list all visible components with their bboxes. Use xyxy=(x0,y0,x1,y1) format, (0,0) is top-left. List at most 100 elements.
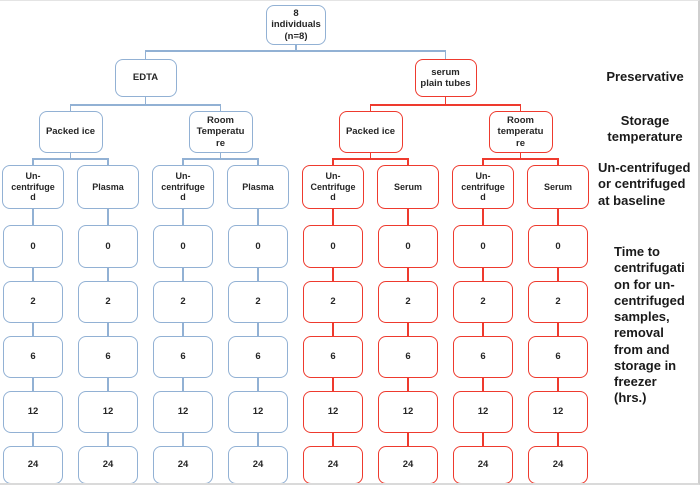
label-baseline-centrifugation: Un-centrifuged or centrifuged at baselin… xyxy=(598,160,691,208)
connector-line xyxy=(332,433,334,446)
connector-line xyxy=(182,209,184,225)
connector-line xyxy=(295,45,297,51)
time-box: 6 xyxy=(303,336,363,378)
label-preservative: Preservative xyxy=(606,69,684,84)
time-box: 2 xyxy=(528,281,588,323)
connector-line xyxy=(107,159,109,165)
label-time-to-centrifugation: Time to centrifugati on for un- centrifu… xyxy=(614,244,685,406)
connector-line xyxy=(444,51,447,59)
time-box: 0 xyxy=(3,225,63,268)
connector-line xyxy=(519,105,522,111)
connector-line xyxy=(69,153,72,159)
connector-line xyxy=(32,159,34,165)
storage-box: Room Temperatu re xyxy=(188,111,253,153)
connector-line xyxy=(407,209,409,225)
time-box: 12 xyxy=(228,391,288,433)
connector-line xyxy=(32,158,109,160)
preservative-box: serum plain tubes xyxy=(414,59,477,97)
time-box: 12 xyxy=(3,391,63,433)
connector-line xyxy=(482,268,484,281)
time-box: 2 xyxy=(228,281,288,323)
connector-line xyxy=(332,323,334,336)
time-box: 2 xyxy=(378,281,438,323)
connector-line xyxy=(369,104,522,106)
label-storage-temperature: Storage temperature xyxy=(607,113,683,145)
connector-line xyxy=(257,323,259,336)
time-box: 0 xyxy=(228,225,288,268)
connector-line xyxy=(257,378,259,391)
storage-box: Packed ice xyxy=(38,111,103,153)
connector-line xyxy=(407,433,409,446)
time-box: 24 xyxy=(78,446,138,483)
connector-line xyxy=(182,268,184,281)
time-box: 0 xyxy=(153,225,213,268)
time-box: 0 xyxy=(453,225,513,268)
storage-box: Packed ice xyxy=(338,111,403,153)
time-box: 6 xyxy=(453,336,513,378)
connector-line xyxy=(407,323,409,336)
connector-line xyxy=(369,153,372,159)
connector-line xyxy=(69,104,222,106)
connector-line xyxy=(557,433,559,446)
connector-line xyxy=(182,433,184,446)
baseline-box: Un- centrifuge d xyxy=(2,165,64,209)
baseline-box: Serum xyxy=(527,165,589,209)
time-box: 2 xyxy=(3,281,63,323)
connector-line xyxy=(557,378,559,391)
connector-line xyxy=(557,159,559,165)
connector-line xyxy=(144,50,447,52)
connector-line xyxy=(107,209,109,225)
connector-line xyxy=(332,159,334,165)
connector-line xyxy=(107,323,109,336)
connector-line xyxy=(32,378,34,391)
baseline-box: Plasma xyxy=(227,165,289,209)
connector-line xyxy=(257,433,259,446)
time-box: 2 xyxy=(303,281,363,323)
connector-line xyxy=(482,158,559,160)
connector-line xyxy=(144,51,147,59)
time-box: 6 xyxy=(528,336,588,378)
connector-line xyxy=(32,323,34,336)
connector-line xyxy=(519,153,522,159)
baseline-box: Un- centrifuge d xyxy=(152,165,214,209)
connector-line xyxy=(182,158,259,160)
connector-line xyxy=(32,433,34,446)
time-box: 24 xyxy=(153,446,213,483)
time-box: 2 xyxy=(78,281,138,323)
connector-line xyxy=(257,159,259,165)
connector-line xyxy=(557,323,559,336)
time-box: 12 xyxy=(303,391,363,433)
connector-line xyxy=(482,323,484,336)
connector-line xyxy=(557,209,559,225)
time-box: 6 xyxy=(78,336,138,378)
connector-line xyxy=(107,268,109,281)
connector-line xyxy=(32,268,34,281)
time-box: 0 xyxy=(378,225,438,268)
baseline-box: Serum xyxy=(377,165,439,209)
time-box: 0 xyxy=(303,225,363,268)
connector-line xyxy=(257,268,259,281)
time-box: 24 xyxy=(453,446,513,483)
time-box: 6 xyxy=(153,336,213,378)
storage-box: Room temperatu re xyxy=(488,111,553,153)
connector-line xyxy=(32,209,34,225)
time-box: 24 xyxy=(303,446,363,483)
time-box: 2 xyxy=(453,281,513,323)
time-box: 12 xyxy=(153,391,213,433)
connector-line xyxy=(407,268,409,281)
connector-line xyxy=(482,159,484,165)
connector-line xyxy=(219,105,222,111)
connector-line xyxy=(407,159,409,165)
connector-line xyxy=(182,159,184,165)
connector-line xyxy=(69,105,72,111)
connector-line xyxy=(332,378,334,391)
connector-line xyxy=(107,433,109,446)
time-box: 24 xyxy=(528,446,588,483)
time-box: 24 xyxy=(228,446,288,483)
baseline-box: Un- centrifuge d xyxy=(452,165,514,209)
connector-line xyxy=(407,378,409,391)
time-box: 0 xyxy=(528,225,588,268)
connector-line xyxy=(557,268,559,281)
connector-line xyxy=(182,323,184,336)
